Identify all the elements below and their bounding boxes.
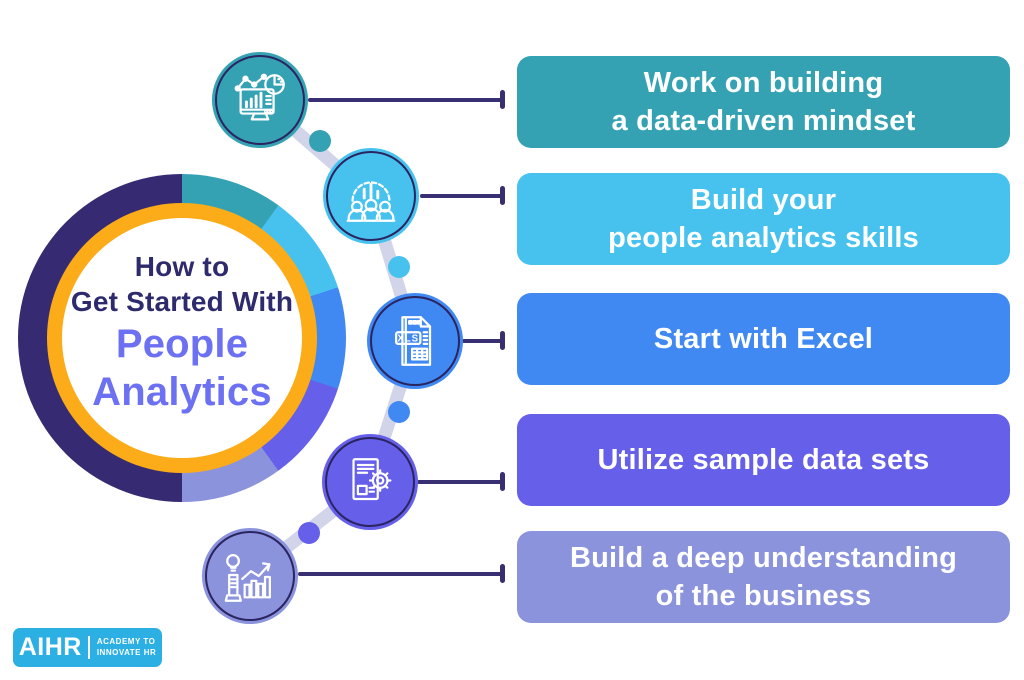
band-dot-4	[298, 522, 320, 544]
svg-text:XLS: XLS	[397, 334, 419, 345]
step-card-1-line-2: a data-driven mindset	[611, 105, 916, 137]
band-dot-1	[309, 130, 331, 152]
logo-tagline-line-2: INNOVATE HR	[96, 647, 157, 657]
circle-ring	[215, 55, 305, 145]
people-analytics-icon	[346, 181, 396, 222]
step-card-2: Build your people analytics skills	[517, 173, 1010, 265]
step-card-5: Build a deep understanding of the busine…	[517, 531, 1010, 623]
connector-line-1	[308, 98, 502, 102]
connector-cap-1	[500, 90, 505, 109]
step-card-4: Utilize sample data sets	[517, 414, 1010, 506]
step-icon-circle-5	[202, 528, 298, 624]
report-gear-icon	[352, 458, 392, 501]
circle-ring	[325, 437, 415, 527]
logo-divider	[87, 636, 90, 659]
step-card-1: Work on building a data-driven mindset	[517, 56, 1010, 148]
step-card-1-line-1: Work on building	[643, 66, 884, 99]
connector-line-3	[462, 339, 502, 343]
step-card-2-line-2: people analytics skills	[608, 222, 919, 254]
step-icon-circle-2	[323, 148, 419, 244]
circle-ring	[326, 151, 416, 241]
title-line-1: How to	[134, 251, 230, 283]
step-card-2-line-1: Build your	[690, 183, 837, 216]
step-card-3-line-1: Start with Excel	[653, 322, 874, 355]
connector-line-5	[298, 572, 502, 576]
step-card-4-line-1: Utilize sample data sets	[597, 443, 930, 476]
step-icon-circle-3: XLS	[367, 293, 463, 389]
step-icon-circle-4	[322, 434, 418, 530]
aihr-logo: AIHR ACADEMY TO INNOVATE HR	[13, 628, 162, 667]
connector-cap-2	[500, 186, 505, 205]
circle-ring	[370, 296, 460, 386]
step-icon-circle-1	[212, 52, 308, 148]
donut-center: How to Get Started With People Analytics	[62, 218, 302, 458]
band-dot-3	[388, 401, 410, 423]
step-card-5-line-1: Build a deep understanding	[569, 541, 958, 574]
band-dot-2	[388, 256, 410, 278]
connector-cap-4	[500, 472, 505, 491]
donut-ring: How to Get Started With People Analytics	[18, 174, 346, 502]
circle-ring	[205, 531, 295, 621]
connector-line-2	[420, 194, 502, 198]
aihr-logo-brand: AIHR	[18, 633, 82, 661]
connector-line-4	[417, 480, 502, 484]
xls-file-icon: XLS	[394, 316, 432, 366]
connector-cap-3	[500, 331, 505, 350]
logo-tagline: ACADEMY TO INNOVATE HR	[97, 637, 156, 658]
step-card-3: Start with Excel	[517, 293, 1010, 385]
dashboard-charts-icon	[234, 73, 285, 121]
logo-tagline-line-1: ACADEMY TO	[96, 637, 156, 647]
connector-cap-5	[500, 564, 505, 583]
step-card-5-line-2: of the business	[655, 580, 872, 612]
title-line-2: Get Started With	[70, 285, 294, 317]
insight-growth-icon	[224, 554, 271, 602]
title-line-3: People	[115, 321, 249, 366]
title-line-4: Analytics	[92, 370, 272, 415]
